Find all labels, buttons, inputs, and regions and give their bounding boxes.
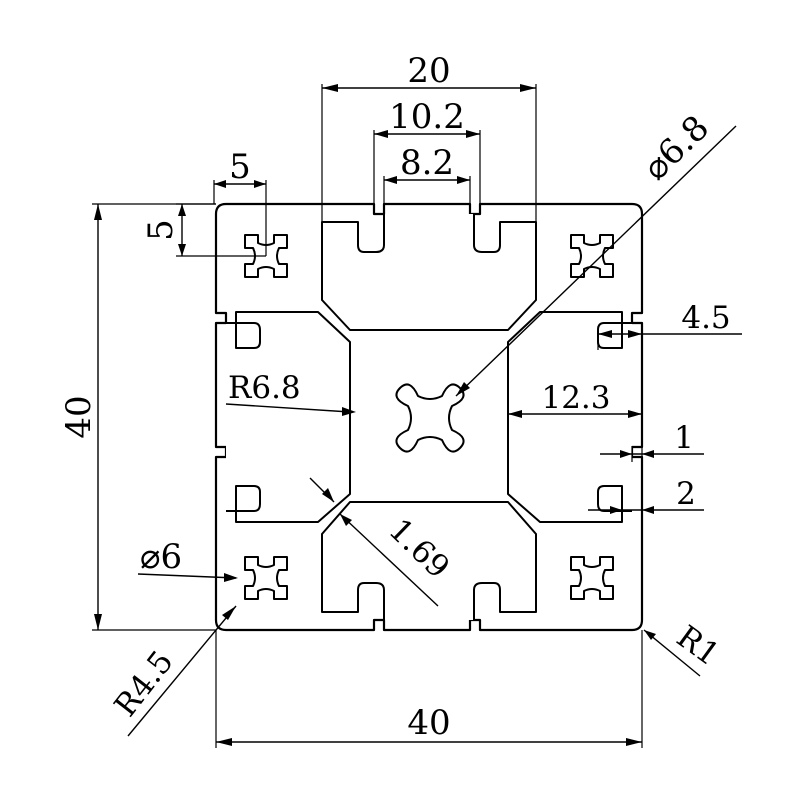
dim-slot-opening-inner: 8.2 <box>383 143 471 214</box>
label-40-horizontal: 40 <box>407 703 450 743</box>
leader-corner-hole: ⌀6 <box>137 537 238 582</box>
label-dia-6: ⌀6 <box>140 537 182 577</box>
label-1: 1 <box>674 420 694 456</box>
label-4-5: 4.5 <box>681 300 730 336</box>
dim-top-width: 20 <box>321 51 537 222</box>
dim-overall-height: 40 <box>59 203 216 631</box>
label-r6-8: R6.8 <box>228 370 301 406</box>
label-40-vertical: 40 <box>59 395 99 438</box>
dim-lip-thickness: 1 <box>600 420 704 462</box>
label-2: 2 <box>676 476 696 512</box>
label-r1: R1 <box>670 619 726 673</box>
label-r4-5: R4.5 <box>108 644 181 723</box>
bottom-t-slot <box>321 501 537 620</box>
dim-lip-depth: 4.5 <box>597 300 742 350</box>
left-t-slot <box>226 311 351 523</box>
top-t-slot <box>321 214 537 331</box>
label-5-vertical: 5 <box>141 219 181 241</box>
dim-overall-width: 40 <box>215 630 643 748</box>
label-5-horizontal: 5 <box>229 147 251 187</box>
dim-slot-depth: 12.3 <box>508 368 643 420</box>
leader-center-radius: R6.8 <box>225 370 356 416</box>
dim-corner-slot-width: 5 <box>213 147 267 256</box>
label-12-3: 12.3 <box>541 380 610 416</box>
label-10-2: 10.2 <box>389 97 465 137</box>
dim-corner-slot-height: 5 <box>141 203 266 257</box>
label-dia-6-8: ⌀6.8 <box>636 108 717 189</box>
dim-wall-thickness: 2 <box>588 476 704 520</box>
label-20: 20 <box>407 51 450 91</box>
dim-slot-opening-outer: 10.2 <box>373 97 481 214</box>
right-t-slot <box>507 311 632 523</box>
leader-outer-radius: R1 <box>643 619 726 677</box>
label-8-2: 8.2 <box>400 143 454 183</box>
